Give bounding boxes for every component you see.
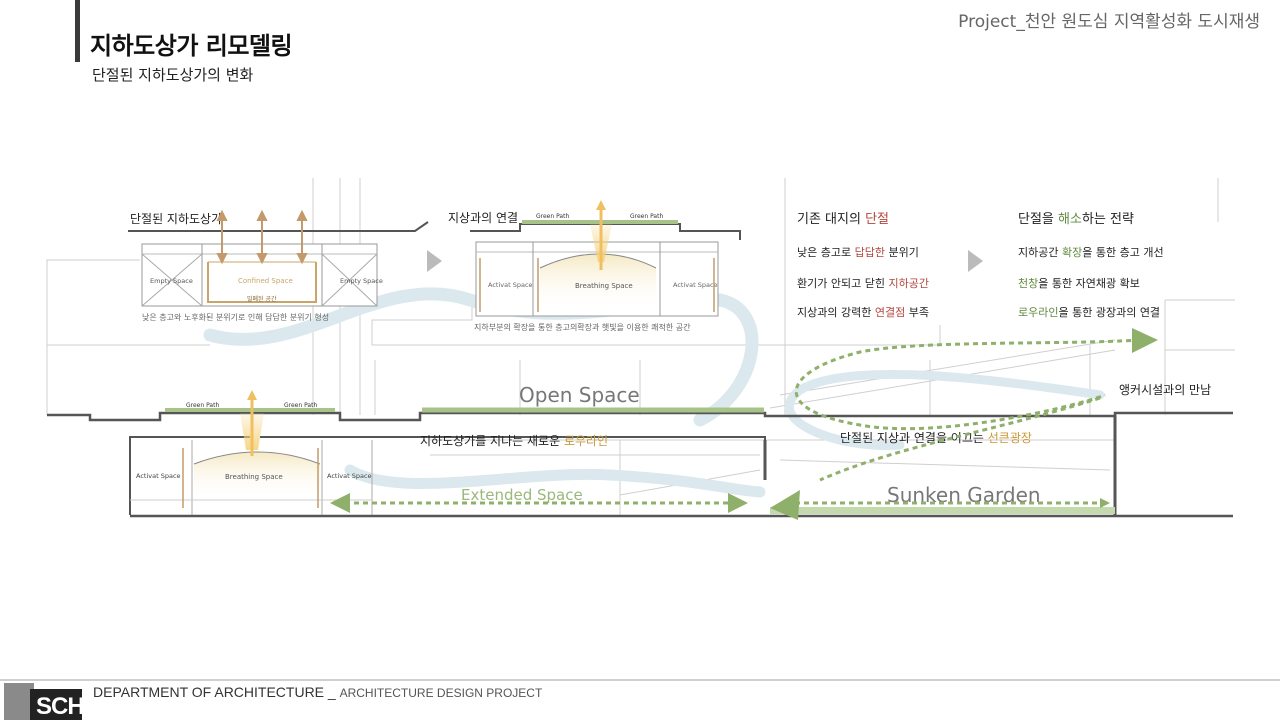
anchor-facility-label: 앵커시설과의 만남 [1119,383,1211,397]
problem-item-2: 환기가 안되고 닫힌 지하공간 [797,276,929,290]
left-empty-space-1: Empty Space [150,277,193,285]
section-activat-space-1: Activat Space [136,472,181,480]
strategy-item-1: 지하공간 확장을 통한 층고 개선 [1018,245,1164,259]
middle-activat-space-1: Activat Space [488,281,533,289]
sunken-garden-label: Sunken Garden [887,483,1041,507]
footer-program: ARCHITECTURE DESIGN PROJECT [339,686,543,700]
problem-item-3: 지상과의 강력한 연결점 부족 [797,306,929,319]
page-title: 지하도상가 리모델링 [90,32,293,60]
section-green-path-1: Green Path [186,402,219,409]
middle-green-path-2: Green Path [630,213,663,220]
left-small-label: 밀폐된 공간 [247,295,277,303]
left-panel: 단절된 지하도상가 Empty Space Confined Space Emp… [128,209,429,322]
title-accent-bar [75,0,80,62]
footer-department: DEPARTMENT OF ARCHITECTURE _ ARCHITECTUR… [93,684,542,700]
strategy-item-3: 로우라인을 통한 광장과의 연결 [1018,306,1160,319]
middle-panel: 지상과의 연결 Green Path Green Path Activat Sp… [448,200,741,332]
main-section: Green Path Green Path Open Space 앵커시설과의 … [47,328,1233,520]
footer-divider [0,679,1280,681]
section-activat-space-2: Activat Space [327,472,372,480]
extended-space-label: Extended Space [461,486,583,504]
middle-breathing-space: Breathing Space [575,282,633,290]
middle-panel-caption: 지하부분의 확장을 통한 층고의확장과 햇빛을 이용한 쾌적한 공간 [474,322,691,332]
project-name: Project_천안 원도심 지역활성화 도시재생 [958,12,1260,32]
section-breathing-space: Breathing Space [225,473,283,481]
arrow-right-2 [968,250,983,272]
middle-panel-heading: 지상과의 연결 [448,211,518,225]
left-panel-heading: 단절된 지하도상가 [130,212,222,226]
strategy-item-2: 천창을 통한 자연채광 확보 [1018,276,1140,290]
sch-logo: SCH [0,683,82,720]
problems-list: 기존 대지의 단절 낮은 층고로 답답한 분위기 환기가 안되고 닫힌 지하공간… [797,212,929,319]
footer-department-name: DEPARTMENT OF ARCHITECTURE _ [93,684,340,700]
middle-activat-space-2: Activat Space [673,281,718,289]
open-space-label: Open Space [519,383,640,407]
lowline-label: 지하도상가를 지나는 새로운 로우라인 [420,434,608,448]
section-green-path-2: Green Path [284,402,317,409]
strategy-list: 단절을 해소하는 전략 지하공간 확장을 통한 층고 개선 천창을 통한 자연채… [1018,212,1164,319]
problems-heading: 기존 대지의 단절 [797,212,889,227]
background-lines [46,178,1235,515]
sunken-plaza-label: 단절된 지상과 연결을 이끄는 선큰광장 [840,431,1032,445]
left-empty-space-2: Empty Space [340,277,383,285]
arrow-right-1 [427,250,442,272]
page-subtitle: 단절된 지하도상가의 변화 [92,66,254,84]
strategy-heading: 단절을 해소하는 전략 [1018,212,1134,227]
left-panel-caption: 낮은 층고와 노후화된 분위기로 인해 답답한 분위기 형성 [142,312,329,322]
left-confined-space: Confined Space [238,277,293,285]
problem-item-1: 낮은 층고로 답답한 분위기 [797,246,919,259]
middle-green-path-1: Green Path [536,213,569,220]
route-arrowheads [330,328,1158,520]
sunken-garden-band [770,507,1115,514]
green-routes [345,338,1141,505]
